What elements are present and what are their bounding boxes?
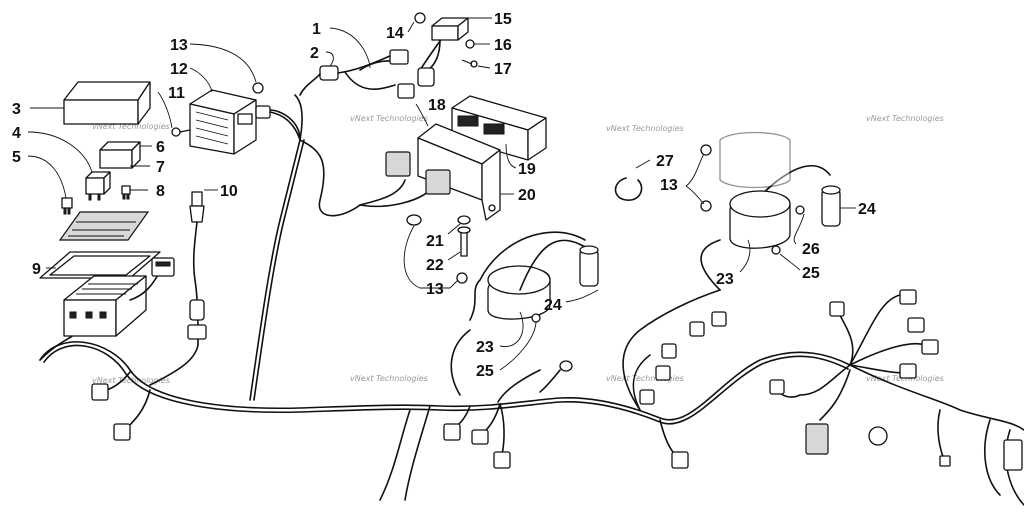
- fuse-box-cover: [63, 81, 151, 125]
- callout-1: 1: [312, 21, 321, 38]
- watermark: vNext Technologies: [606, 124, 684, 133]
- callout-18: 18: [428, 97, 446, 114]
- callout-20: 20: [518, 187, 536, 204]
- starter-motor: [700, 131, 791, 212]
- callout-17: 17: [494, 61, 512, 78]
- watermark: vNext Technologies: [606, 374, 684, 383]
- screw-11: [171, 127, 191, 137]
- oxygen-sensor: [187, 191, 207, 346]
- grommet-21: [457, 215, 471, 225]
- harness-connectors: [91, 289, 1023, 471]
- callout-24-center: 24: [544, 297, 562, 314]
- leader-lines: [27, 17, 856, 371]
- callout-11: 11: [168, 85, 185, 102]
- callout-21: 21: [426, 233, 444, 250]
- voltage-regulator: [189, 89, 301, 155]
- fuse-block-connector: [129, 257, 175, 301]
- callout-9: 9: [32, 261, 41, 278]
- callout-23-right: 23: [716, 271, 734, 288]
- ecu-connectors: [385, 151, 451, 195]
- callout-14: 14: [386, 25, 404, 42]
- callout-22: 22: [426, 257, 444, 274]
- screw-17: [461, 59, 478, 68]
- callout-25-center: 25: [476, 363, 494, 380]
- ecu-bracket: [417, 123, 501, 221]
- main-harness: [39, 34, 1024, 506]
- callout-3: 3: [12, 101, 21, 118]
- fuse-box-gasket: [39, 251, 161, 279]
- callout-4: 4: [12, 125, 21, 142]
- callout-13-top: 13: [170, 37, 188, 54]
- watermark: vNext Technologies: [92, 122, 170, 131]
- callout-7: 7: [156, 159, 165, 176]
- callout-13-mid: 13: [426, 281, 444, 298]
- bolt-22: [457, 226, 471, 257]
- callout-27: 27: [656, 153, 674, 170]
- callout-2: 2: [310, 45, 319, 62]
- watermark: vNext Technologies: [866, 114, 944, 123]
- fuse-block: [63, 275, 147, 337]
- relay-large: [99, 141, 141, 169]
- ecu: [451, 95, 547, 161]
- watermark: vNext Technologies: [350, 374, 428, 383]
- spark-plug-boot-center: [579, 245, 599, 287]
- clip-ring: [614, 177, 643, 201]
- callout-16: 16: [494, 37, 512, 54]
- callout-5: 5: [12, 149, 21, 166]
- watermark: vNext Technologies: [350, 114, 428, 123]
- sensor-15: [417, 17, 469, 87]
- callout-23-center: 23: [476, 339, 494, 356]
- nut-13-top: [252, 82, 264, 94]
- callout-12: 12: [170, 61, 188, 78]
- callout-10: 10: [220, 183, 238, 200]
- callout-15: 15: [494, 11, 512, 28]
- fuse-label-card: [58, 211, 150, 241]
- nut-14: [414, 12, 426, 24]
- callout-24-right: 24: [858, 201, 876, 218]
- callout-labels: 1 2 3 4 5 6 7 8 9 10 11 12 13 13 13 14 1…: [12, 11, 876, 380]
- callout-19: 19: [518, 161, 536, 178]
- spark-plug-boot-right: [821, 185, 841, 227]
- screw-26: [795, 205, 805, 215]
- callout-25-right: 25: [802, 265, 820, 282]
- nut-13-low: [456, 272, 468, 284]
- relay-small: [85, 171, 111, 201]
- mini-fuse: [121, 185, 131, 200]
- ground-terminal: [539, 360, 573, 393]
- ignition-coil-center: [469, 231, 591, 321]
- screw-25-center: [531, 313, 541, 323]
- screw-25-right: [771, 245, 781, 255]
- screw-16: [465, 39, 475, 49]
- callout-6: 6: [156, 139, 165, 156]
- callout-8: 8: [156, 183, 165, 200]
- connector-1-2: [299, 49, 415, 99]
- callout-13-right: 13: [660, 177, 678, 194]
- nut-13-mid: [406, 214, 422, 226]
- callout-26: 26: [802, 241, 820, 258]
- ignition-coil-right: [729, 190, 791, 249]
- fuse: [61, 197, 73, 215]
